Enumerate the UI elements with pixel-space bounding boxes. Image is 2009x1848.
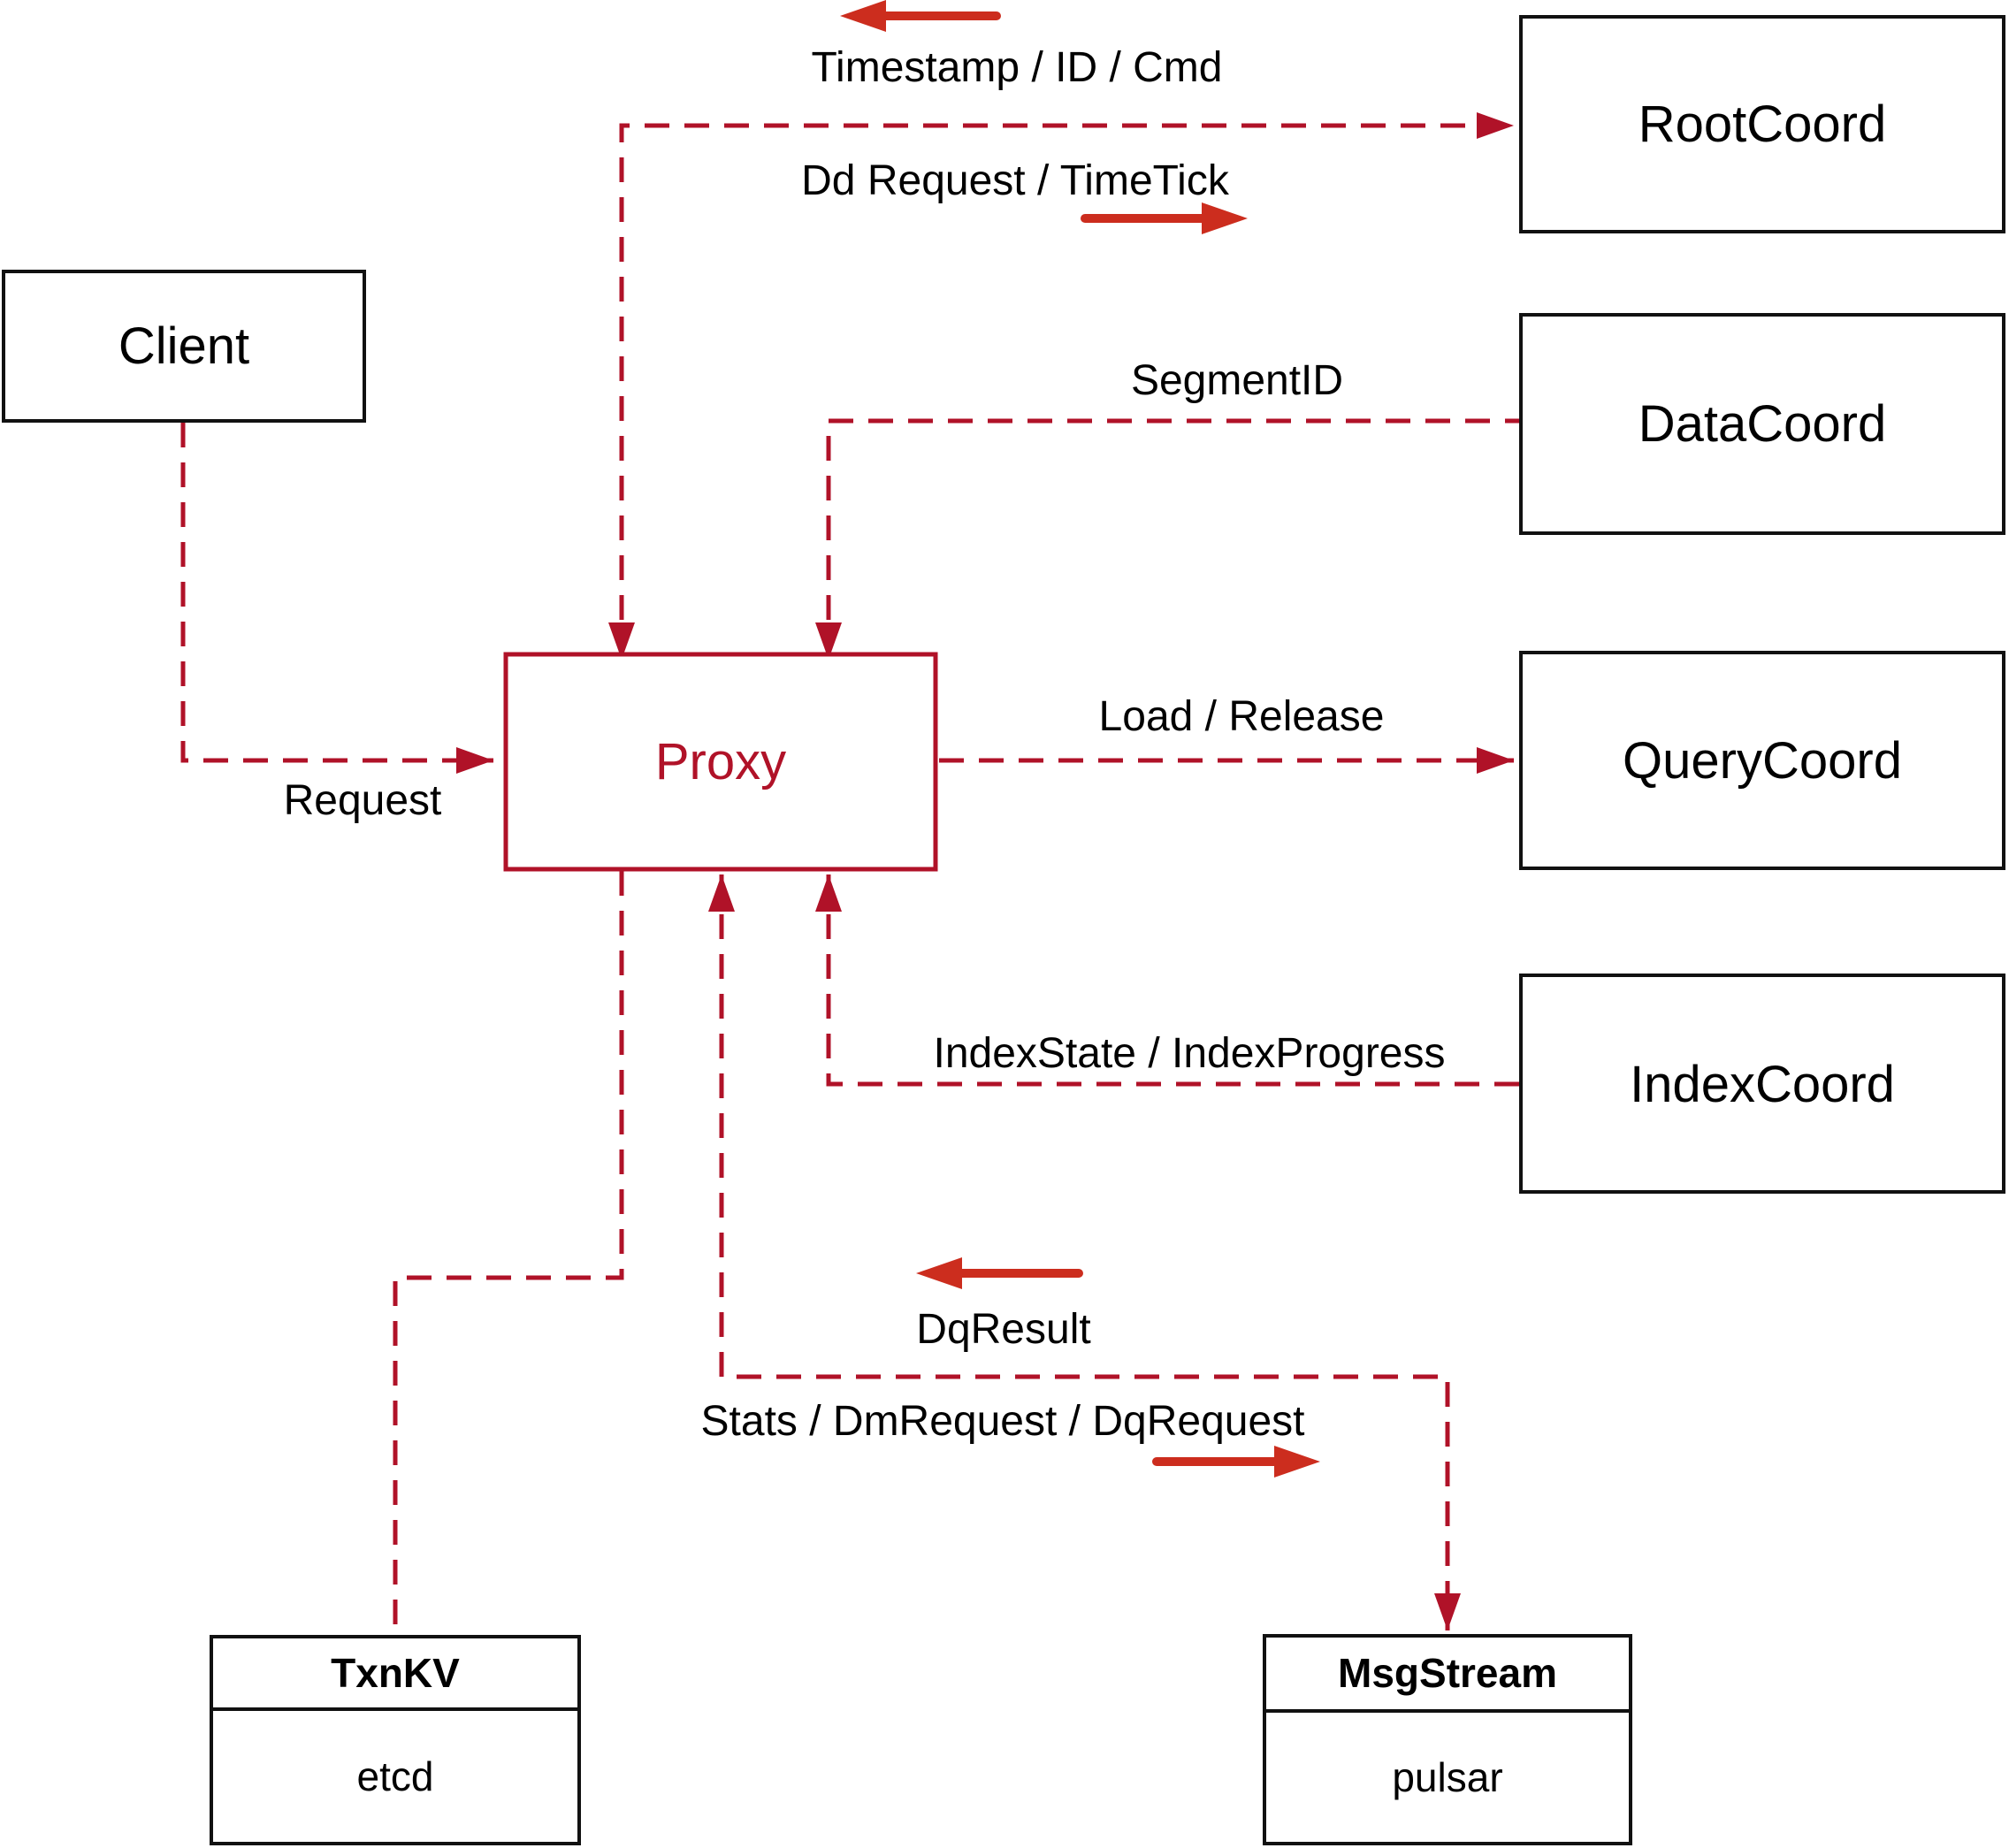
- msgstream-box: [1263, 1634, 1632, 1845]
- txnkv-label: TxnKV: [331, 1650, 460, 1696]
- edge-label-dqresult: DqResult: [916, 1306, 1090, 1353]
- client-label: Client: [118, 317, 249, 375]
- node-rootcoord: RootCoord: [1519, 15, 2005, 233]
- node-proxy: Proxy: [503, 652, 938, 872]
- datacoord-box: [1519, 313, 2005, 535]
- msgstream-sublabel: pulsar: [1392, 1754, 1502, 1800]
- proxy-label: Proxy: [655, 733, 786, 790]
- edge-datacoord-proxy-line: [815, 418, 1519, 660]
- msgstream-label: MsgStream: [1338, 1650, 1557, 1696]
- edge-label-timestamp-id-cmd: Timestamp / ID / Cmd: [812, 44, 1223, 91]
- client-box: [2, 270, 366, 423]
- edge-proxy-msgstream-line: [708, 874, 1461, 1630]
- txnkv-sublabel: etcd: [357, 1753, 434, 1799]
- right-arrow-icon: [1152, 1446, 1320, 1478]
- querycoord-box: [1519, 651, 2005, 870]
- left-arrow-icon: [840, 0, 1001, 32]
- node-client: Client: [2, 270, 366, 423]
- txnkv-box: [210, 1635, 581, 1845]
- edge-label-load-release: Load / Release: [1099, 693, 1385, 740]
- indexcoord-label: IndexCoord: [1630, 1056, 1895, 1113]
- left-arrow-icon: [916, 1257, 1083, 1289]
- node-querycoord: QueryCoord: [1519, 651, 2005, 870]
- datacoord-label: DataCoord: [1639, 395, 1886, 453]
- edge-label-indexstate-indexprogress: IndexState / IndexProgress: [934, 1030, 1446, 1077]
- proxy-box: [503, 652, 938, 872]
- querycoord-label: QueryCoord: [1623, 732, 1902, 790]
- edge-label-request: Request: [284, 777, 442, 824]
- rootcoord-label: RootCoord: [1639, 95, 1886, 153]
- node-msgstream: MsgStream pulsar: [1263, 1634, 1632, 1845]
- node-datacoord: DataCoord: [1519, 313, 2005, 535]
- edge-client-proxy-line: [180, 423, 493, 774]
- edge-label-dd-request-timetick: Dd Request / TimeTick: [801, 157, 1230, 204]
- indexcoord-box: [1519, 974, 2005, 1194]
- node-indexcoord: IndexCoord: [1519, 974, 2005, 1194]
- edge-label-segmentid: SegmentID: [1131, 357, 1343, 404]
- edge-label-stats-dmrequest-dqrequest: Stats / DmRequest / DqRequest: [701, 1398, 1305, 1445]
- edge-proxy-rootcoord-line: [608, 112, 1514, 660]
- rootcoord-box: [1519, 15, 2005, 233]
- edge-proxy-txnkv-line: [393, 871, 624, 1635]
- node-txnkv: TxnKV etcd: [210, 1635, 581, 1845]
- right-arrow-icon: [1081, 202, 1248, 234]
